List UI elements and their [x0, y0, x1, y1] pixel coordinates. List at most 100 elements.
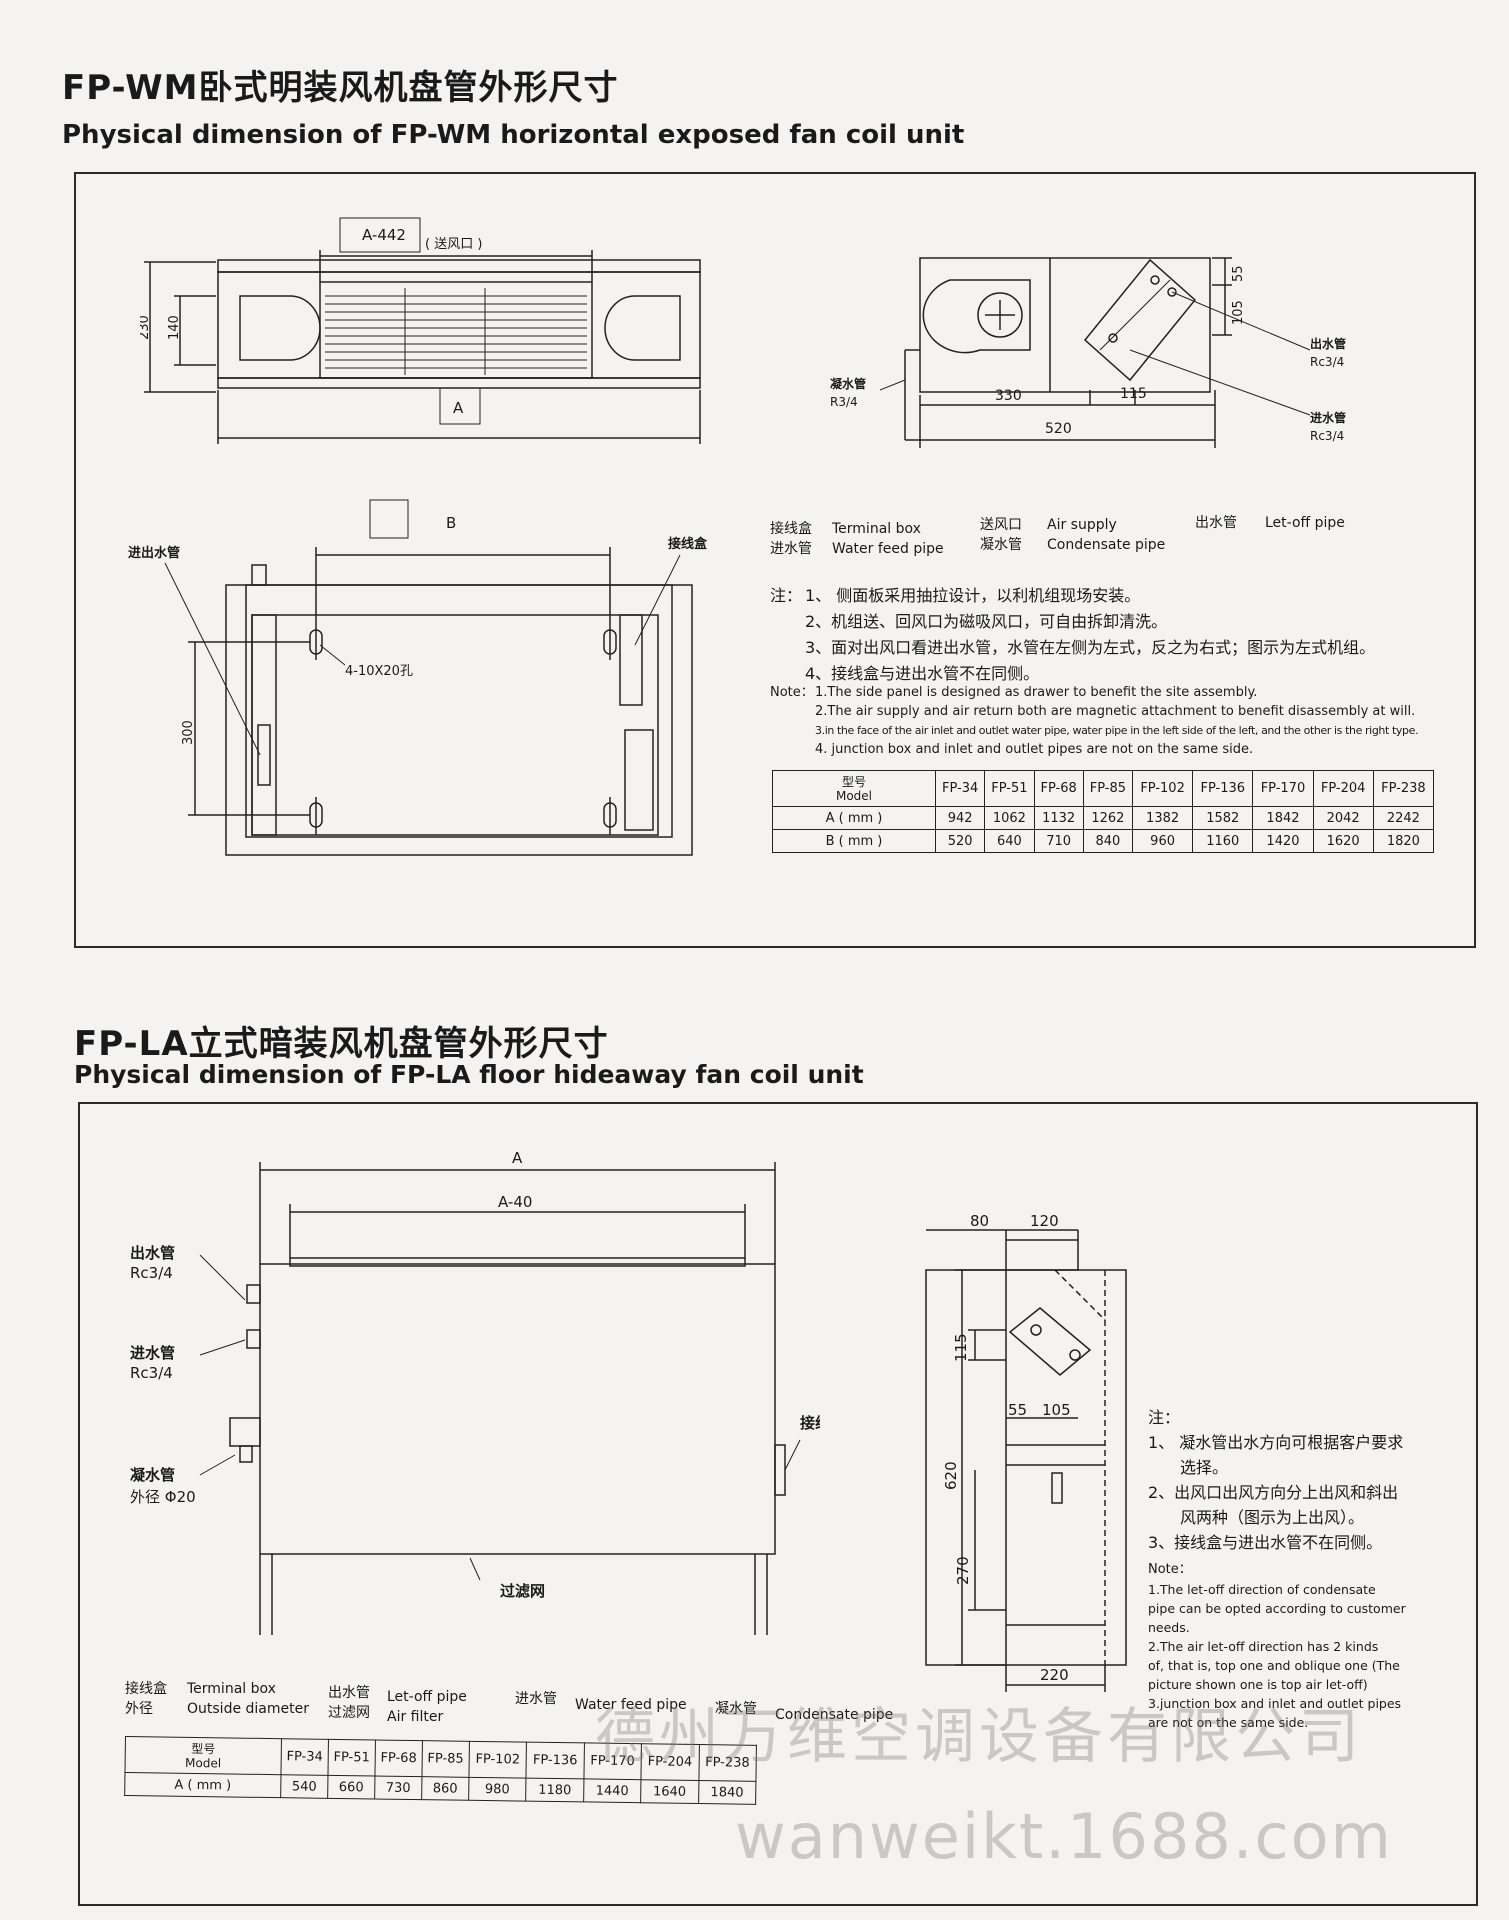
la-label-rc34-b: Rc3/4 — [130, 1364, 173, 1382]
la-note-en-7: 3.junction box and inlet and outlet pipe… — [1148, 1696, 1402, 1711]
dim-55: 55 — [1231, 265, 1246, 282]
la-notes-en: 1.The let-off direction of condensate pi… — [1148, 1580, 1448, 1732]
section2-title-en: Physical dimension of FP-LA floor hideaw… — [74, 1060, 864, 1089]
wm-table-model: FP-170 — [1252, 770, 1314, 807]
la-dim-a40: A-40 — [498, 1193, 532, 1211]
table-cell: 1842 — [1252, 806, 1314, 830]
table-cell: 1382 — [1131, 806, 1194, 830]
legend-cond-cn: 凝水管 — [980, 537, 1022, 553]
la-note-en-5: of, that is, top one and oblique one (Th… — [1148, 1658, 1400, 1673]
table-cell: 942 — [934, 806, 986, 830]
la-dim-55: 55 — [1008, 1401, 1027, 1419]
la-legend-terminal-en: Terminal box — [187, 1681, 276, 1697]
wm-note-cn-3: 3、面对出风口看进出水管，水管在左侧为左式，反之为右式；图示为左式机组。 — [805, 638, 1376, 657]
legend-letoff-en: Let-off pipe — [1265, 515, 1345, 531]
table-cell: 1820 — [1372, 829, 1435, 853]
la-table-model: FP-68 — [374, 1739, 423, 1777]
la-table-model: FP-34 — [280, 1738, 329, 1776]
la-dim-a: A — [512, 1149, 523, 1167]
label-rc34-b: Rc3/4 — [1310, 429, 1344, 443]
la-legend-filter-en: Air filter — [387, 1709, 444, 1725]
la-label-filter-cn: 过滤网 — [500, 1582, 545, 1600]
la-legend-letoff-en: Let-off pipe — [387, 1689, 467, 1705]
la-dim-80: 80 — [970, 1212, 989, 1230]
la-legend-od-cn: 外径 — [125, 1701, 153, 1717]
la-dim-105: 105 — [1042, 1401, 1071, 1419]
wm-table-model: FP-136 — [1192, 770, 1254, 807]
table-cell: 730 — [374, 1775, 422, 1800]
la-legend-feed-cn: 进水管 — [515, 1691, 557, 1707]
la-legend-od-en: Outside diameter — [187, 1701, 309, 1717]
table-cell: 640 — [984, 829, 1035, 853]
label-terminal-box-cn: 接线盒 — [668, 536, 708, 552]
wm-bottom-view-drawing: B 进出水管 接线盒 4-10X20孔 300 — [128, 499, 708, 856]
la-note-cn-1b: 选择。 — [1180, 1458, 1229, 1477]
label-r34: R3/4 — [830, 395, 858, 409]
la-label-cond-cn: 凝水管 — [130, 1466, 175, 1484]
wm-table-model: FP-102 — [1131, 770, 1194, 807]
wm-table-row-label: A ( mm ) — [772, 806, 936, 830]
wm-note-cn-4: 4、接线盒与进出水管不在同侧。 — [805, 664, 1040, 683]
wm-note-cn-2: 2、机组送、回风口为磁吸风口，可自由拆卸清洗。 — [805, 612, 1168, 631]
section2-frame — [78, 1102, 1478, 1906]
table-cell: 1262 — [1082, 806, 1134, 830]
wm-table-model: FP-51 — [984, 770, 1035, 807]
legend-terminal-cn: 接线盒 — [770, 521, 812, 537]
la-table-row-label: A ( mm ) — [124, 1772, 281, 1798]
la-side-view-drawing: 80 120 115 55 105 620 270 220 — [925, 1212, 1127, 1692]
wm-table-model: FP-238 — [1372, 770, 1435, 807]
table-cell: 520 — [934, 829, 986, 853]
table-cell: 1640 — [640, 1779, 699, 1804]
table-cell: 980 — [468, 1777, 527, 1802]
label-holes: 4-10X20孔 — [345, 664, 413, 679]
dim-105: 105 — [1231, 300, 1246, 325]
wm-notes-en-label: Note： — [770, 685, 814, 700]
la-table-model-header: 型号 Model — [124, 1736, 282, 1775]
la-note-en-2: pipe can be opted according to customer — [1148, 1601, 1406, 1616]
label-supply-outlet: ( 送风口 ) — [425, 237, 482, 252]
la-legend-terminal-cn: 接线盒 — [125, 1681, 167, 1697]
label-feed-cn: 进水管 — [1310, 410, 1346, 425]
dim-300: 300 — [181, 720, 196, 745]
la-label-rc34-a: Rc3/4 — [130, 1264, 173, 1282]
la-legend-cond-en: Condensate pipe — [775, 1707, 894, 1723]
legend-feed-en: Water feed pipe — [832, 541, 944, 557]
dim-330: 330 — [995, 388, 1022, 404]
table-cell: 660 — [327, 1775, 375, 1799]
la-note-cn-3: 3、接线盒与进出水管不在同侧。 — [1148, 1533, 1383, 1552]
la-table-model: FP-102 — [468, 1741, 527, 1779]
la-label-od20: 外径 Φ20 — [130, 1488, 196, 1506]
wm-spec-table: 型号 Model FP-34 FP-51 FP-68 FP-85 FP-102 … — [772, 770, 1435, 853]
la-label-letoff-cn: 出水管 — [130, 1244, 175, 1262]
la-table-model: FP-51 — [327, 1739, 376, 1776]
label-condensate-cn: 凝水管 — [830, 376, 866, 391]
wm-side-view-drawing: 55 105 330 115 520 凝水管 R3/4 出水管 Rc3/4 进水… — [830, 257, 1346, 448]
table-cell: 1440 — [583, 1778, 642, 1803]
wm-table-model: FP-204 — [1312, 770, 1374, 807]
legend-feed-cn: 进水管 — [770, 541, 812, 557]
table-cell: 840 — [1082, 829, 1134, 853]
legend-supply-en: Air supply — [1047, 517, 1117, 533]
legend-cond-en: Condensate pipe — [1047, 537, 1166, 553]
la-dim-115: 115 — [952, 1333, 970, 1362]
la-note-en-4: 2.The air let-off direction has 2 kinds — [1148, 1639, 1379, 1654]
table-cell: 1420 — [1252, 829, 1314, 853]
la-note-en-1: 1.The let-off direction of condensate — [1148, 1582, 1376, 1597]
table-cell: 1180 — [525, 1778, 584, 1802]
dim-140: 140 — [167, 315, 182, 340]
la-dim-120: 120 — [1030, 1212, 1059, 1230]
wm-table-row-label: B ( mm ) — [772, 829, 936, 853]
wm-table-model-header: 型号 Model — [772, 770, 936, 807]
section2-title-cn: FP-LA立式暗装风机盘管外形尺寸 — [74, 1024, 609, 1064]
label-rc34-a: Rc3/4 — [1310, 355, 1344, 369]
la-note-cn-2: 2、出风口出风方向分上出风和斜出 — [1148, 1483, 1399, 1502]
la-note-en-6: picture shown one is top air let-off) — [1148, 1677, 1368, 1692]
table-cell: 1062 — [984, 806, 1035, 830]
table-cell: 960 — [1131, 829, 1194, 853]
wm-table-header-en: Model — [835, 788, 873, 803]
la-notes-en-label: Note： — [1148, 1562, 1192, 1577]
la-legend-cond-cn: 凝水管 — [715, 1701, 757, 1717]
legend-supply-cn: 送风口 — [980, 517, 1022, 533]
wm-note-en-2: 2.The air supply and air return both are… — [815, 704, 1416, 719]
dim-230: 230 — [140, 315, 152, 340]
